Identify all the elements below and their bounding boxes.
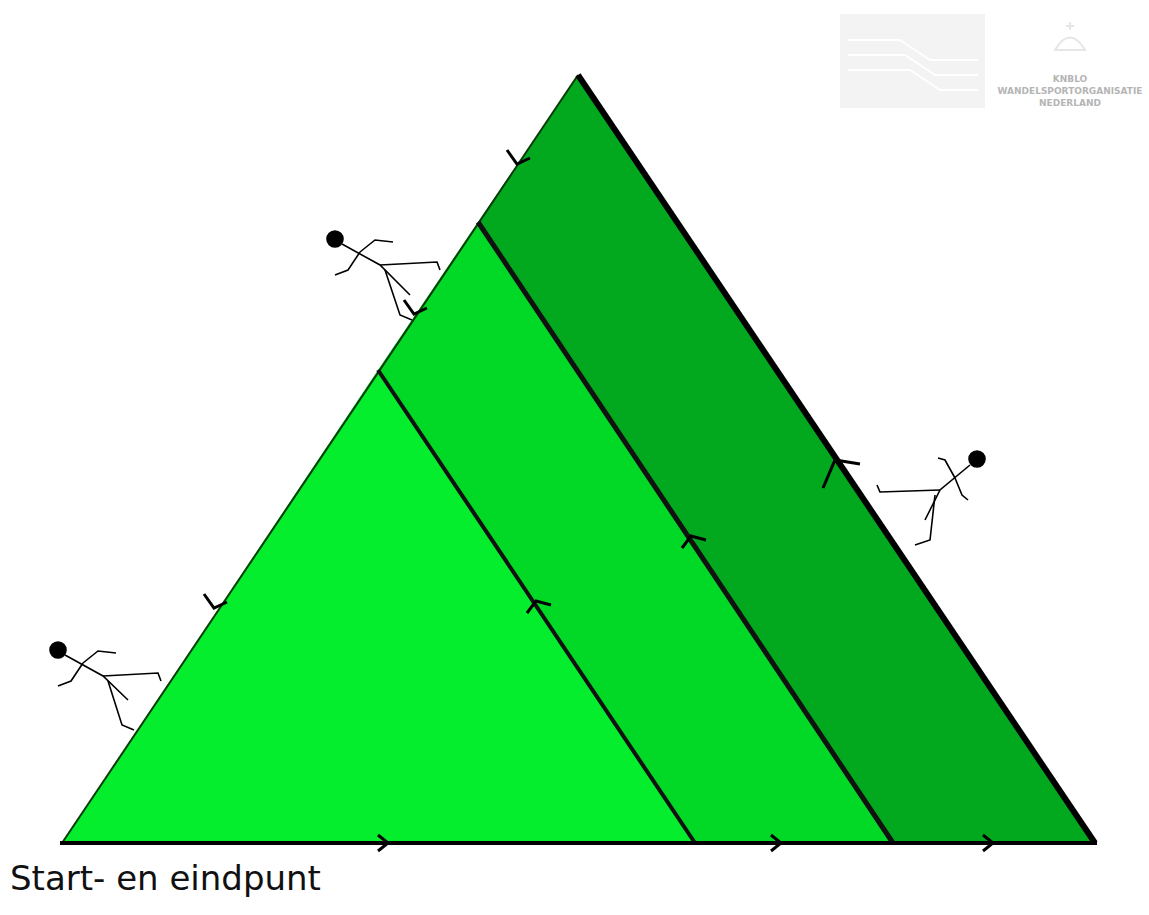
bottom-edge <box>60 841 1097 845</box>
watermark-text: WANDELSPORTORGANISATIE <box>998 86 1143 96</box>
walker-figure <box>877 451 985 545</box>
walker-figure <box>50 642 161 730</box>
walker-figure <box>327 231 440 320</box>
watermark-logo-lines <box>848 40 978 90</box>
left-edge <box>62 75 578 843</box>
right-edge <box>578 75 1095 843</box>
watermark-text: NEDERLAND <box>1039 98 1101 108</box>
watermark-logo <box>840 14 985 108</box>
start-end-label: Start- en eindpunt <box>10 858 321 898</box>
band-line <box>478 222 893 843</box>
watermark-text: KNBLO <box>1053 74 1087 84</box>
watermark-crown <box>1055 22 1085 50</box>
outer-band <box>478 75 1095 843</box>
band-line <box>378 370 695 843</box>
direction-arrows <box>204 150 993 851</box>
